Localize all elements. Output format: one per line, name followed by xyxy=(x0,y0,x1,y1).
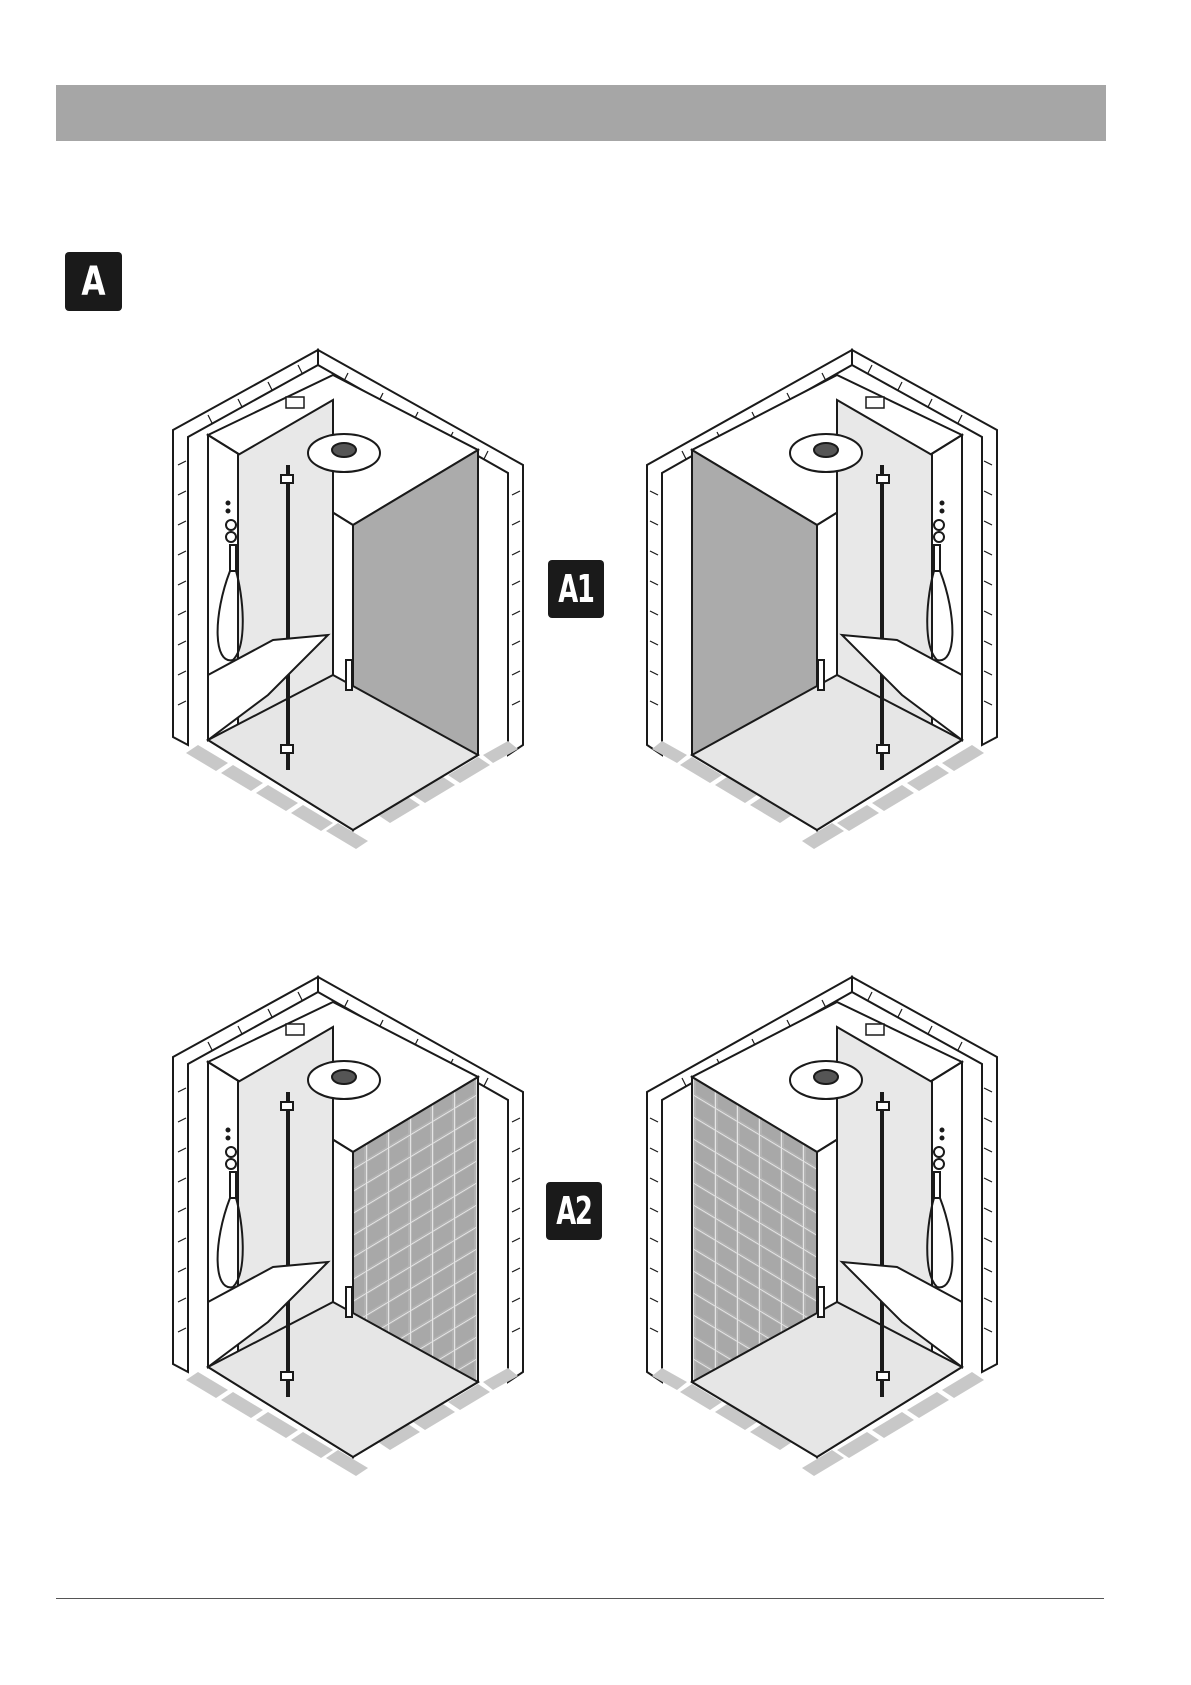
variant-badge-a2: A2 xyxy=(546,1182,602,1240)
section-badge-a: A xyxy=(65,252,122,311)
variant-badge-a1: A1 xyxy=(548,560,604,618)
header-bar xyxy=(56,85,1106,141)
steam-shower-figure-a1-left xyxy=(168,345,548,850)
shower-head-icon xyxy=(308,434,380,472)
steam-shower-figure-a2-left xyxy=(168,972,548,1477)
footer-divider xyxy=(56,1598,1104,1599)
control-panel-icon xyxy=(286,397,304,408)
steam-shower-figure-a1-right xyxy=(622,345,1002,850)
steam-shower-figure-a2-right xyxy=(622,972,1002,1477)
